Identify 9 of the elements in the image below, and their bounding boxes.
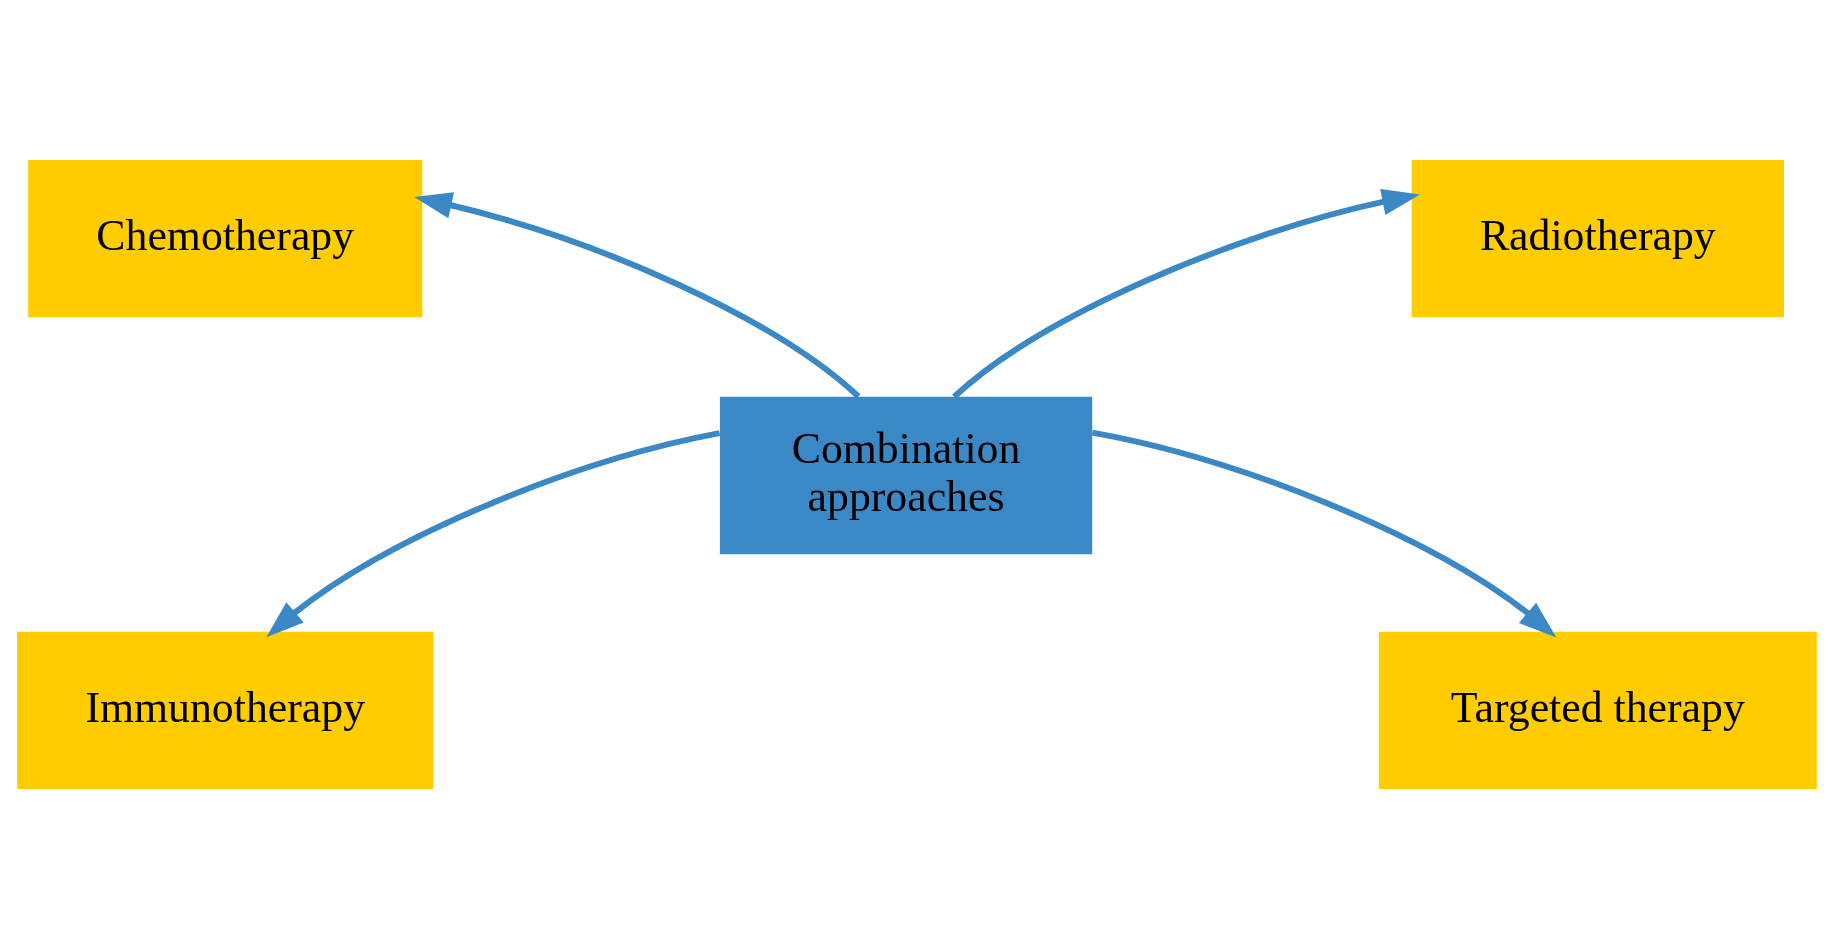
arrow xyxy=(1091,429,1557,638)
node-box: Radiotherapy xyxy=(1411,159,1784,318)
arrow xyxy=(952,188,1420,399)
node-box: Chemotherapy xyxy=(28,159,423,318)
arrow xyxy=(414,192,861,399)
node-box: Combination approaches xyxy=(719,396,1093,555)
node-box: Immunotherapy xyxy=(17,631,434,790)
node-box: Targeted therapy xyxy=(1378,631,1817,790)
arrow xyxy=(266,430,721,638)
